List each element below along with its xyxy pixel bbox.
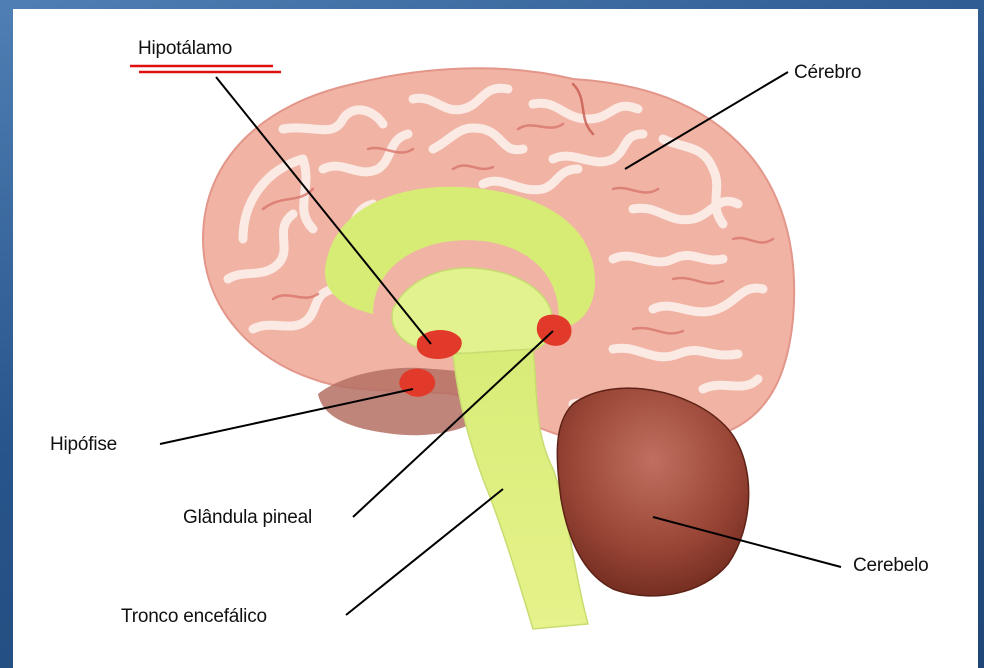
label-hipofise: Hipófise [50, 434, 117, 456]
label-hipotalamo: Hipotálamo [138, 38, 232, 60]
label-cerebro: Cérebro [794, 62, 861, 84]
brain-illustration [13, 9, 978, 668]
label-cerebelo: Cerebelo [853, 555, 929, 577]
diagram-canvas: Hipotálamo Cérebro Hipófise Glândula pin… [13, 9, 978, 668]
label-tronco: Tronco encefálico [121, 606, 267, 628]
label-glandula-pineal: Glândula pineal [183, 507, 312, 529]
highlight-underline [130, 66, 281, 72]
